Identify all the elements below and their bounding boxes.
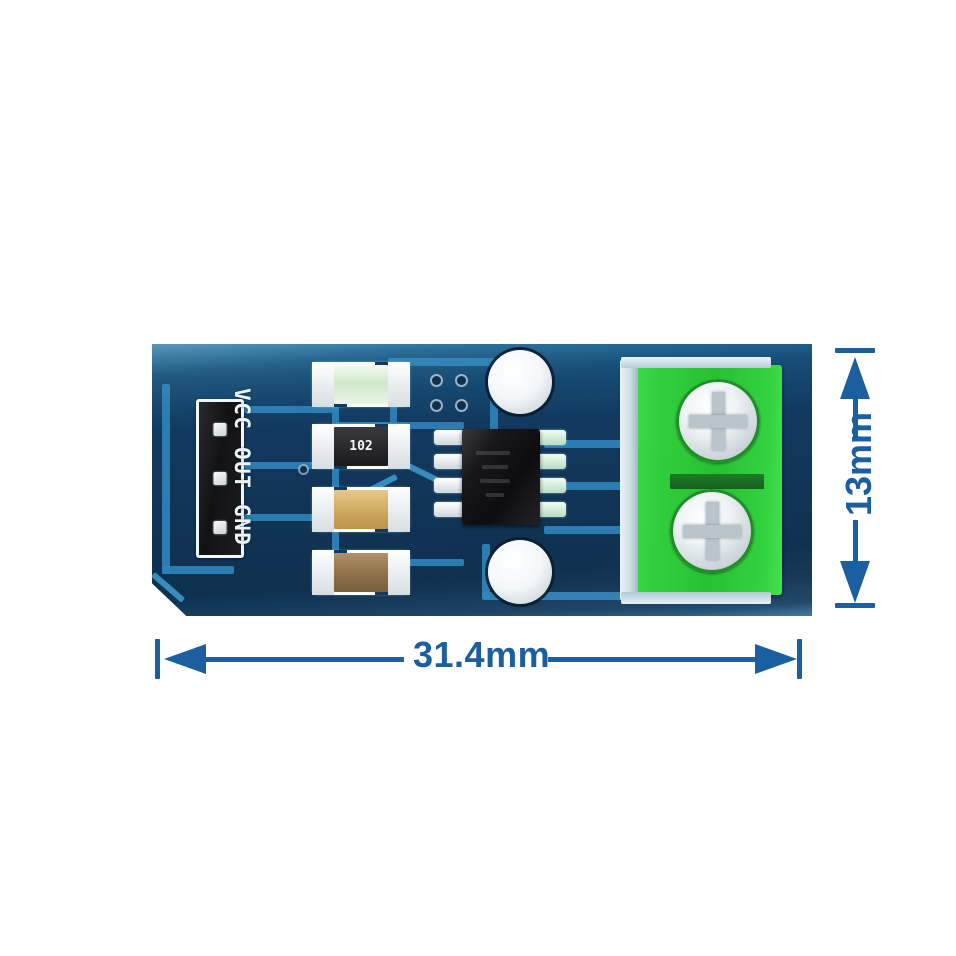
dimension-line-right — [548, 657, 758, 662]
pcb-trace — [482, 544, 490, 599]
pcb-trace — [244, 462, 319, 469]
terminal-groove — [669, 474, 764, 490]
dimension-tick-left — [155, 639, 160, 679]
pad-terminal — [312, 550, 334, 595]
pcb-trace — [162, 566, 234, 574]
ic-marking — [476, 451, 510, 455]
screw-terminal-block[interactable] — [620, 357, 782, 604]
terminal-screw-1[interactable] — [676, 379, 760, 463]
dimension-tick-right — [797, 639, 802, 679]
terminal-bottom-lip — [621, 592, 771, 604]
pcb-trace — [544, 482, 639, 490]
mounting-hole-top — [488, 350, 552, 414]
ic-soic8 — [462, 429, 540, 525]
dimension-arrowhead-bottom — [840, 561, 870, 603]
header-pin-vcc — [213, 423, 227, 436]
dimension-line-left — [204, 657, 404, 662]
dimension-arrowhead-top — [840, 357, 870, 399]
header-pin-out — [213, 472, 227, 485]
ic-pad-left — [434, 430, 464, 445]
ic-marking — [480, 479, 510, 483]
ic-pad-right — [536, 502, 566, 517]
silkscreen-label-gnd: GND — [230, 504, 254, 547]
pcb-trace — [244, 514, 319, 521]
dimension-tick-top — [835, 348, 875, 353]
ic-pad-left — [434, 454, 464, 469]
pcb-trace — [482, 592, 632, 600]
pcb-trace — [544, 440, 639, 448]
ic-pad-right — [536, 454, 566, 469]
pcb-trace — [388, 358, 498, 366]
terminal-screw-2[interactable] — [670, 489, 754, 573]
smd-resistor-pad: 102 — [312, 424, 410, 469]
pad-terminal — [312, 424, 334, 469]
pad-terminal — [312, 487, 334, 532]
pad-terminal — [388, 550, 410, 595]
ic-marking — [486, 493, 504, 497]
dimension-label-width: 31.4mm — [413, 634, 551, 675]
ic-marking — [482, 465, 508, 469]
pad-terminal — [388, 424, 410, 469]
header-pin-gnd — [213, 521, 227, 534]
ic-pad-left — [434, 478, 464, 493]
dimension-tick-bottom — [835, 603, 875, 608]
resistor-component: 102 — [333, 426, 389, 467]
via-hole — [432, 401, 441, 410]
terminal-top-lip — [621, 357, 771, 368]
ic-pad-left — [434, 502, 464, 517]
pcb-trace — [162, 384, 170, 574]
silkscreen-label-vcc: VCC — [230, 388, 254, 431]
pcb-trace — [544, 526, 639, 534]
via-hole — [457, 401, 466, 410]
capacitor-component-1 — [333, 489, 389, 530]
via-hole — [432, 376, 441, 385]
dimension-line-bottom — [853, 520, 858, 562]
smd-led-pad — [312, 362, 410, 407]
pad-terminal — [312, 362, 334, 407]
pad-terminal — [388, 362, 410, 407]
smd-capacitor-pad — [312, 487, 410, 532]
silkscreen-label-out: OUT — [230, 447, 254, 490]
green-led-component — [333, 364, 389, 405]
pad-terminal — [388, 487, 410, 532]
dimension-line-top — [853, 397, 858, 437]
screw-slot-horizontal — [689, 414, 747, 428]
capacitor-component-2 — [333, 552, 389, 593]
resistor-marking: 102 — [349, 439, 373, 454]
dimension-label-height: 13mm — [838, 411, 879, 516]
dimension-arrowhead-right — [755, 644, 797, 674]
via-hole — [300, 466, 307, 473]
pin-header-3way[interactable] — [196, 399, 244, 558]
pcb-trace — [244, 406, 339, 413]
pcb-board: VCC OUT GND 102 — [151, 344, 812, 616]
terminal-front-lip — [620, 360, 638, 600]
via-hole — [457, 376, 466, 385]
smd-capacitor-pad — [312, 550, 410, 595]
ic-pad-right — [536, 478, 566, 493]
dimension-arrowhead-left — [164, 644, 206, 674]
ic-pad-right — [536, 430, 566, 445]
mounting-hole-bottom — [488, 540, 552, 604]
screw-slot-horizontal — [683, 524, 741, 538]
